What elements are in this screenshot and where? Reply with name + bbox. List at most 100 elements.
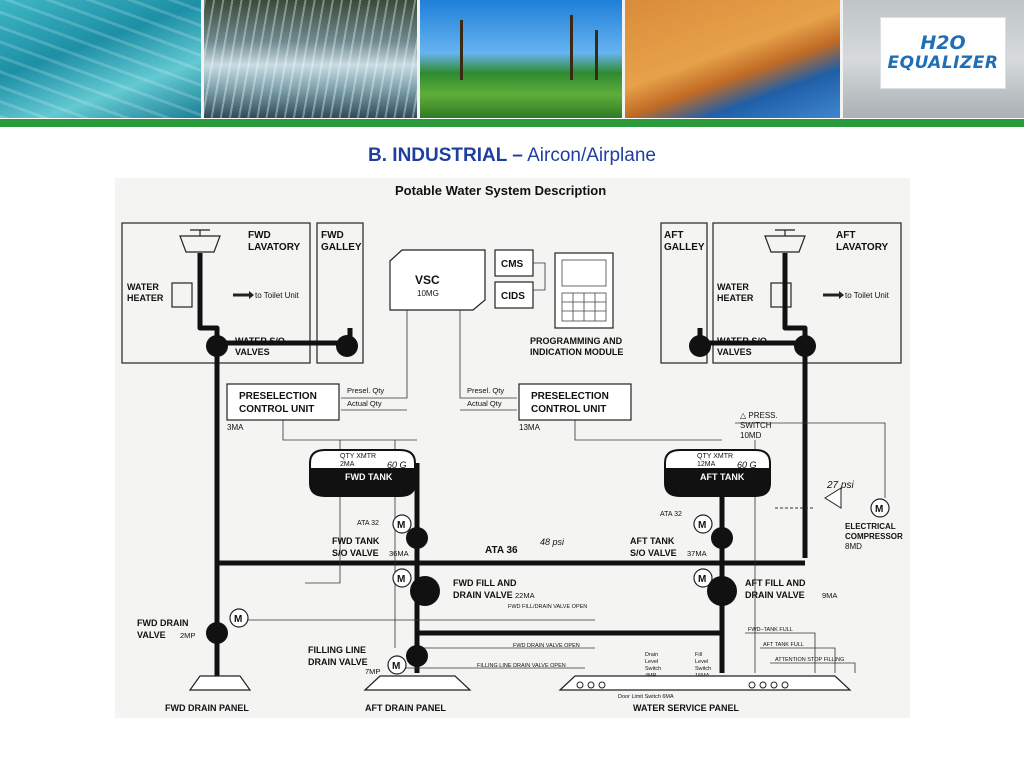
aft-drain-panel-shape	[363, 675, 472, 691]
fill-switch-3: Switch	[695, 666, 711, 672]
slide-title-normal: Aircon/Airplane	[522, 145, 656, 166]
compressor-motor-icon	[870, 498, 890, 518]
aft-psu-code: 13MA	[519, 423, 541, 432]
fwd-qty-xmtr: QTY XMTR	[340, 453, 376, 460]
fwd-drain-motor-icon	[229, 608, 249, 628]
aft-tank-so-2: S/O VALVE	[630, 548, 677, 558]
aft-to-toilet: to Toilet Unit	[845, 291, 890, 300]
fwd-drain-panel-label: FWD DRAIN PANEL	[165, 703, 249, 713]
aft-fill-drain-1: AFT FILL AND	[745, 578, 806, 588]
psi-27: 27 psi	[826, 480, 854, 491]
fwd-tank-so-code: 36MA	[389, 549, 409, 558]
aft-galley-label-1: AFT	[664, 230, 683, 241]
aft-water-so-valve-2	[794, 335, 816, 357]
aft-tank	[664, 449, 771, 497]
fwd-tank-label: FWD TANK	[345, 472, 393, 482]
vsc-code: 10MG	[417, 289, 439, 298]
fwd-actual-qty: Actual Qty	[347, 399, 382, 408]
drain-switch-1: Drain	[645, 652, 658, 658]
fwd-preselection-2: CONTROL UNIT	[239, 404, 314, 415]
aft-tank-water	[665, 468, 770, 496]
marsh-lake-photo	[624, 0, 841, 118]
header-banner	[0, 0, 1024, 118]
prog-module-2: INDICATION MODULE	[530, 347, 623, 357]
slide-title: B. INDUSTRIAL – Aircon/Airplane	[0, 145, 1024, 167]
aft-qty-xmtr: QTY XMTR	[697, 453, 733, 460]
aft-fill-drain-code: 9MA	[822, 591, 837, 600]
fwd-tank-full: FWD–TANK FULL	[748, 627, 793, 633]
h2o-equalizer-logo: H2O EQUALIZER	[880, 17, 1006, 89]
palm-trees-photo	[420, 0, 622, 118]
motor-letter-1: M	[397, 520, 405, 531]
ata36: ATA 36	[485, 545, 518, 556]
fwd-lavatory-label-1: FWD	[248, 230, 271, 241]
filling-line-2: DRAIN VALVE	[308, 657, 368, 667]
aft-presel-qty: Presel. Qty	[467, 386, 504, 395]
aft-tank-handwritten: 60 G	[737, 460, 757, 470]
motor-letter-2: M	[397, 574, 405, 585]
fwd-galley-box	[316, 222, 364, 364]
aft-tank-so-valve	[711, 527, 733, 549]
aft-water-heater-2: HEATER	[717, 293, 754, 303]
logo-line-1: H2O	[920, 32, 966, 54]
slide-title-bold: B. INDUSTRIAL –	[368, 145, 523, 166]
compressor-motor-letter: M	[875, 504, 883, 515]
compressor-1: ELECTRICAL	[845, 522, 896, 531]
aft-sink-icon	[764, 235, 806, 253]
fwd-drain-panel-shape	[188, 675, 252, 691]
attention-stop: ATTENTION STOP FILLING	[775, 657, 844, 663]
filling-line-code: 7MP	[365, 667, 380, 676]
prog-module-1: PROGRAMMING AND	[530, 336, 623, 346]
fwd-galley-label-2: GALLEY	[321, 242, 362, 253]
fill-switch-1: Fill	[695, 652, 702, 658]
vsc-label: VSC	[415, 273, 440, 287]
aft-actual-qty: Actual Qty	[467, 399, 502, 408]
fwd-drain-valve	[206, 622, 228, 644]
module-display-icon	[561, 259, 607, 287]
aft-drain-panel-label: AFT DRAIN PANEL	[365, 703, 446, 713]
fwd-tank-water	[310, 468, 415, 496]
aft-galley-label-2: GALLEY	[664, 242, 705, 253]
drain-switch-3: Switch	[645, 666, 661, 672]
fwd-to-toilet: to Toilet Unit	[255, 291, 300, 300]
fwd-presel-qty: Presel. Qty	[347, 386, 384, 395]
fwd-faucet-icon	[190, 229, 210, 236]
fwd-water-heater-2: HEATER	[127, 293, 164, 303]
cids-box	[494, 281, 534, 309]
diagram-heading: Potable Water System Description	[395, 183, 606, 198]
aft-fill-drain-valve	[707, 576, 737, 606]
aft-heater-icon	[770, 282, 792, 308]
aft-lavatory-label-1: AFT	[836, 230, 855, 241]
diagram-svg: Potable Water System Description FWD LAV…	[121, 183, 903, 713]
fwd-preselection-1: PRESELECTION	[239, 391, 317, 402]
heading: Potable Water System Description	[395, 183, 606, 198]
fwd-drain-valve-1: FWD DRAIN	[137, 618, 189, 628]
fwd-fill-drain-motor-icon	[392, 568, 412, 588]
filling-line-motor-icon	[387, 655, 407, 675]
cms-to-module	[533, 262, 546, 291]
motor-letter-4: M	[698, 574, 706, 585]
logo-line-2: EQUALIZER	[887, 53, 999, 73]
motor-letter-3: M	[698, 520, 706, 531]
pool-water-photo	[0, 0, 201, 118]
aft-preselection-2: CONTROL UNIT	[531, 404, 606, 415]
water-service-panel-shape	[558, 675, 852, 691]
fwd-fill-drain-2: DRAIN VALVE	[453, 590, 513, 600]
fwd-tank-so-motor-icon	[392, 514, 412, 534]
press-switch-2: SWITCH	[740, 421, 772, 430]
compressor-3: 8MD	[845, 542, 862, 551]
header-divider	[0, 119, 1024, 127]
motor-letter-5: M	[234, 614, 242, 625]
fwd-fill-drain-valve	[410, 576, 440, 606]
fwd-drain-code: 2MP	[180, 631, 195, 640]
compressor-2: COMPRESSOR	[845, 532, 903, 541]
psi-48: 48 psi	[540, 537, 565, 547]
fwd-fill-drain-1: FWD FILL AND	[453, 578, 517, 588]
aft-lavatory-label-2: LAVATORY	[836, 242, 889, 253]
fwd-tank-so-valve	[406, 527, 428, 549]
aft-preselection-1: PRESELECTION	[531, 391, 609, 402]
press-switch-1: △ PRESS.	[740, 411, 778, 420]
aft-fill-drain-motor-icon	[693, 568, 713, 588]
fwd-galley-label-1: FWD	[321, 230, 344, 241]
fwd-psu-to-xmtr	[282, 420, 417, 441]
